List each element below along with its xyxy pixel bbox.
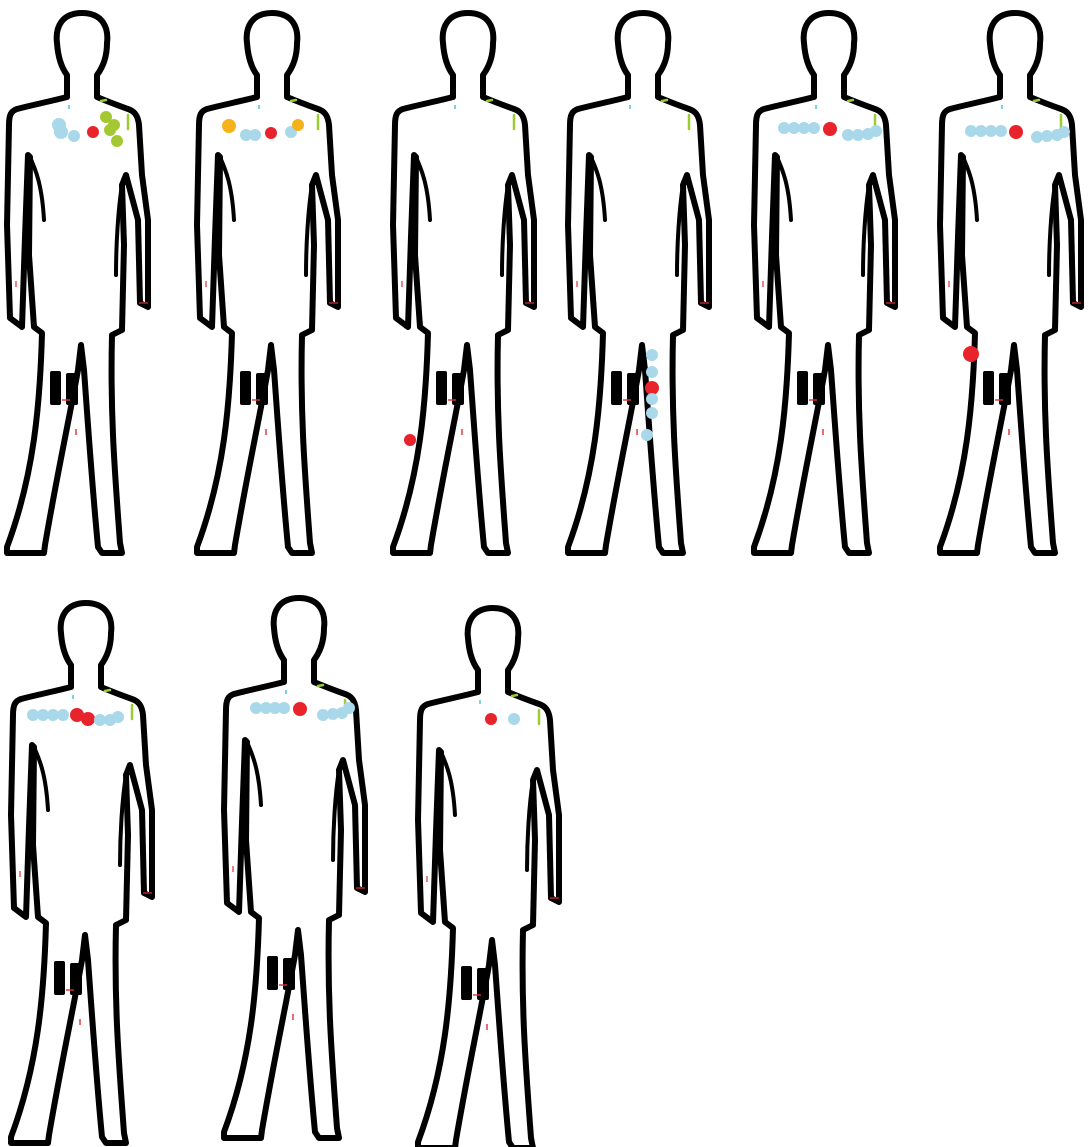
figure-6 bbox=[940, 13, 1081, 553]
figure-3 bbox=[393, 13, 534, 553]
red-marker-dot bbox=[645, 381, 659, 395]
light-blue-marker-dot bbox=[646, 349, 658, 361]
figure-9 bbox=[418, 608, 559, 1147]
light-blue-marker-dot bbox=[646, 407, 658, 419]
light-blue-marker-dot bbox=[68, 130, 80, 142]
figure-8 bbox=[224, 598, 365, 1138]
body-outline bbox=[393, 13, 534, 553]
light-blue-marker-dot bbox=[249, 129, 261, 141]
figure-2 bbox=[197, 13, 338, 553]
red-marker-dot bbox=[823, 122, 837, 136]
body-outline bbox=[197, 13, 338, 553]
light-blue-marker-dot bbox=[808, 122, 820, 134]
figure-4 bbox=[568, 13, 709, 553]
body-outline bbox=[418, 608, 559, 1147]
red-marker-dot bbox=[963, 346, 979, 362]
light-blue-marker-dot bbox=[641, 429, 653, 441]
body-outline bbox=[754, 13, 895, 553]
light-blue-marker-dot bbox=[870, 125, 882, 137]
body-outline bbox=[568, 13, 709, 553]
body-outline bbox=[7, 13, 148, 553]
red-marker-dot bbox=[485, 713, 497, 725]
light-blue-marker-dot bbox=[646, 393, 658, 405]
figure-5 bbox=[754, 13, 895, 553]
orange-marker-dot bbox=[222, 119, 236, 133]
red-marker-dot bbox=[265, 127, 277, 139]
light-blue-marker-dot bbox=[343, 702, 355, 714]
light-blue-marker-dot bbox=[995, 125, 1007, 137]
body-outline bbox=[11, 603, 152, 1143]
red-marker-dot bbox=[81, 712, 95, 726]
yellow-green-marker-dot bbox=[104, 124, 116, 136]
light-blue-marker-dot bbox=[278, 702, 290, 714]
light-blue-marker-dot bbox=[1058, 126, 1070, 138]
red-marker-dot bbox=[404, 434, 416, 446]
figure-7 bbox=[11, 603, 152, 1143]
figure-1 bbox=[7, 13, 148, 553]
body-outline bbox=[224, 598, 365, 1138]
light-blue-marker-dot bbox=[112, 711, 124, 723]
yellow-green-marker-dot bbox=[111, 135, 123, 147]
red-marker-dot bbox=[87, 126, 99, 138]
red-marker-dot bbox=[1009, 125, 1023, 139]
light-blue-marker-dot bbox=[54, 125, 68, 139]
red-marker-dot bbox=[293, 702, 307, 716]
light-blue-marker-dot bbox=[57, 709, 69, 721]
body-outline bbox=[940, 13, 1081, 553]
light-blue-marker-dot bbox=[646, 366, 658, 378]
orange-marker-dot bbox=[292, 119, 304, 131]
figure-3-markers bbox=[404, 434, 416, 446]
light-blue-marker-dot bbox=[508, 713, 520, 725]
